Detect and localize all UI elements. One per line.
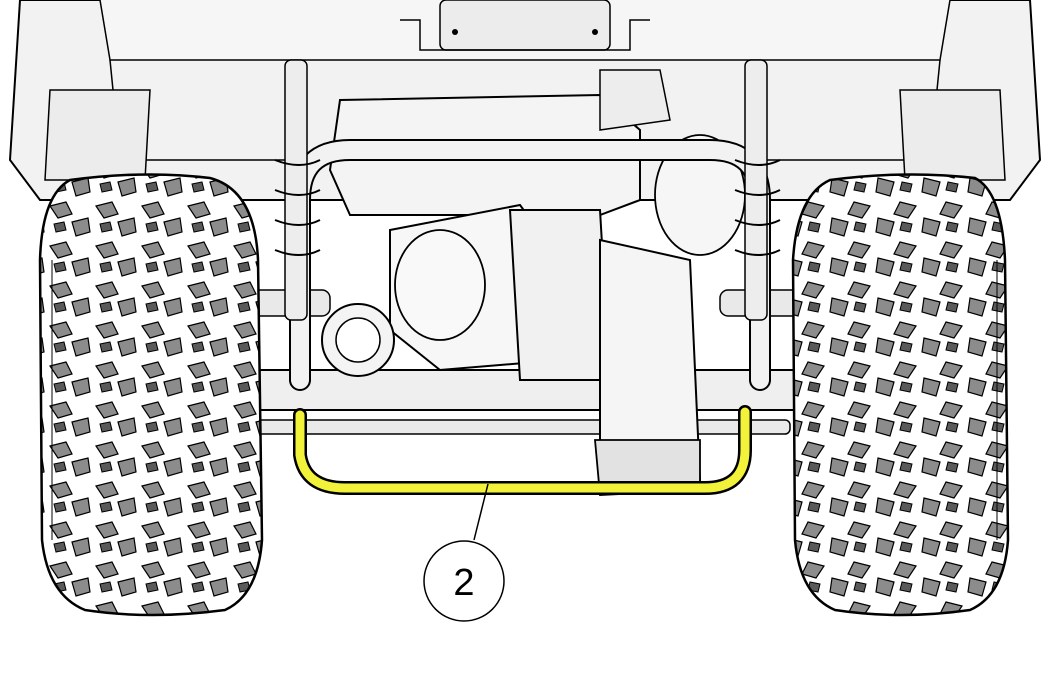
highlighted-lower-bar (293, 405, 752, 495)
shock-absorbers (274, 59, 781, 321)
tail-light-bracket (439, 0, 611, 51)
right-rear-tire (791, 173, 1010, 617)
left-rear-tire (38, 173, 264, 617)
callout-leader-line (473, 483, 489, 541)
callout-number: 2 (453, 562, 474, 604)
callout-2: 2 (423, 483, 505, 622)
callout-bubble (423, 540, 505, 622)
